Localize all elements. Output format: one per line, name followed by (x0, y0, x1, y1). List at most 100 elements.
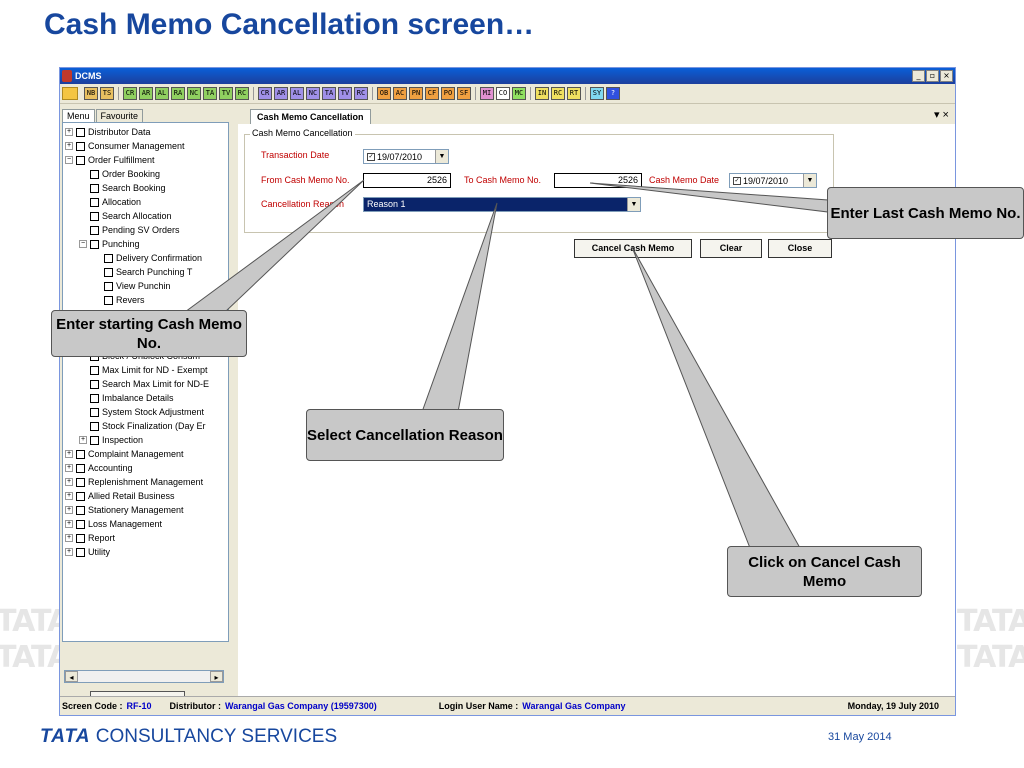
checkbox-icon[interactable] (76, 519, 85, 529)
chevron-down-icon[interactable]: ▼ (435, 150, 448, 163)
toolbar-button[interactable]: MC (512, 87, 526, 100)
checkbox-icon[interactable] (104, 253, 113, 263)
checkbox-icon[interactable] (76, 547, 85, 557)
toolbar-button[interactable]: RA (171, 87, 185, 100)
checkbox-icon[interactable] (104, 281, 113, 291)
tree-item[interactable]: Search Punching T (93, 265, 192, 279)
expand-icon[interactable]: − (65, 156, 73, 164)
toolbar-button[interactable]: AR (139, 87, 153, 100)
tree-item[interactable]: Stock Finalization (Day Er (79, 419, 206, 433)
maximize-button[interactable]: ▫ (926, 70, 939, 82)
tree-item[interactable]: Imbalance Details (79, 391, 174, 405)
tree-item[interactable]: Revers (93, 293, 145, 307)
folder-icon[interactable] (62, 87, 78, 100)
expand-icon[interactable]: + (65, 492, 73, 500)
checkbox-icon[interactable] (104, 267, 113, 277)
toolbar-button[interactable]: CR (258, 87, 272, 100)
tree-item[interactable]: Allocation (79, 195, 141, 209)
toolbar-button[interactable]: NB (84, 87, 98, 100)
toolbar-button[interactable]: CF (425, 87, 439, 100)
toolbar-button[interactable]: OB (377, 87, 391, 100)
toolbar-button[interactable]: ? (606, 87, 620, 100)
expand-icon[interactable]: − (79, 240, 87, 248)
checkbox-icon[interactable] (76, 463, 85, 473)
cancellation-reason-select[interactable]: Reason 1 ▼ (363, 197, 641, 212)
tree-item[interactable]: +Complaint Management (65, 447, 184, 461)
tree-item[interactable]: +Stationery Management (65, 503, 184, 517)
toolbar-button[interactable]: TV (219, 87, 233, 100)
tree-item[interactable]: Max Limit for ND - Exempt (79, 363, 208, 377)
toolbar-button[interactable]: SF (457, 87, 471, 100)
expand-icon[interactable]: + (65, 128, 73, 136)
close-button[interactable]: Close (768, 239, 832, 258)
tree-item[interactable]: View Punchin (93, 279, 170, 293)
toolbar-button[interactable]: CR (123, 87, 137, 100)
expand-icon[interactable]: + (65, 520, 73, 528)
expand-icon[interactable]: + (65, 506, 73, 514)
horizontal-scrollbar[interactable]: ◂ ▸ (64, 670, 224, 683)
checkbox-icon[interactable] (90, 211, 99, 221)
expand-icon[interactable]: + (65, 142, 73, 150)
tab-menu[interactable]: Menu (62, 109, 95, 122)
tree-item[interactable]: Order Booking (79, 167, 160, 181)
tree-item[interactable]: +Distributor Data (65, 125, 151, 139)
scroll-right-icon[interactable]: ▸ (210, 671, 223, 682)
checkbox-icon[interactable] (90, 225, 99, 235)
toolbar-button[interactable]: PN (409, 87, 423, 100)
checkbox-icon[interactable] (76, 505, 85, 515)
toolbar-button[interactable]: RC (354, 87, 368, 100)
tree-item[interactable]: System Stock Adjustment (79, 405, 204, 419)
toolbar-button[interactable]: NC (306, 87, 320, 100)
expand-icon[interactable]: + (65, 464, 73, 472)
close-window-button[interactable]: × (940, 70, 953, 82)
checkbox-icon[interactable] (76, 141, 85, 151)
expand-icon[interactable]: + (65, 478, 73, 486)
chevron-down-icon[interactable]: ▼ (627, 198, 640, 211)
toolbar-button[interactable]: SY (590, 87, 604, 100)
tree-item[interactable]: −Order Fulfillment (65, 153, 155, 167)
toolbar-button[interactable]: RC (235, 87, 249, 100)
to-cash-memo-input[interactable]: 2526 (554, 173, 642, 188)
checkbox-icon[interactable] (90, 183, 99, 193)
cancel-cash-memo-button[interactable]: Cancel Cash Memo (574, 239, 692, 258)
toolbar-button[interactable]: RT (567, 87, 581, 100)
checkbox-icon[interactable] (90, 197, 99, 207)
checkbox-icon[interactable] (90, 379, 99, 389)
checkbox-icon[interactable] (76, 155, 85, 165)
clear-button[interactable]: Clear (700, 239, 762, 258)
toolbar-button[interactable]: IN (535, 87, 549, 100)
tab-controls[interactable]: ▾ × (933, 109, 949, 121)
toolbar-button[interactable]: CO (496, 87, 510, 100)
checkbox-icon[interactable] (90, 407, 99, 417)
tree-item[interactable]: Search Allocation (79, 209, 172, 223)
toolbar-button[interactable]: AC (393, 87, 407, 100)
toolbar-button[interactable]: RC (551, 87, 565, 100)
minimize-button[interactable]: _ (912, 70, 925, 82)
tree-item[interactable]: +Consumer Management (65, 139, 185, 153)
checkbox-icon[interactable] (90, 421, 99, 431)
checkbox-icon[interactable] (104, 295, 113, 305)
tree-item[interactable]: +Loss Management (65, 517, 162, 531)
tree-item[interactable]: Delivery Confirmation (93, 251, 202, 265)
tree-item[interactable]: +Report (65, 531, 115, 545)
checkbox-icon[interactable] (90, 435, 99, 445)
checkbox-icon[interactable] (76, 477, 85, 487)
tree-item[interactable]: Pending SV Orders (79, 223, 180, 237)
checkbox-icon[interactable] (90, 393, 99, 403)
tab-cash-memo-cancellation[interactable]: Cash Memo Cancellation (250, 109, 371, 124)
tree-item[interactable]: +Inspection (79, 433, 143, 447)
tree-item[interactable]: +Utility (65, 545, 110, 559)
checkbox-icon[interactable]: ✓ (367, 152, 375, 161)
title-bar[interactable]: DCMS _ ▫ × (60, 68, 955, 84)
toolbar-button[interactable]: TS (100, 87, 114, 100)
checkbox-icon[interactable] (90, 239, 99, 249)
expand-icon[interactable]: + (65, 548, 73, 556)
checkbox-icon[interactable] (76, 449, 85, 459)
chevron-down-icon[interactable]: ▼ (803, 174, 816, 187)
checkbox-icon[interactable] (76, 127, 85, 137)
from-cash-memo-input[interactable]: 2526 (363, 173, 451, 188)
tree-item[interactable]: +Accounting (65, 461, 133, 475)
toolbar-button[interactable]: PO (441, 87, 455, 100)
expand-icon[interactable]: + (65, 450, 73, 458)
toolbar-button[interactable]: MI (480, 87, 494, 100)
